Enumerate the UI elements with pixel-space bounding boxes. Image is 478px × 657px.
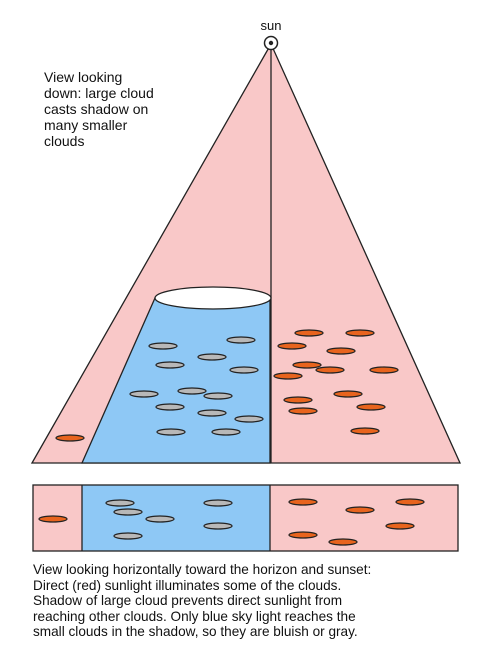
sunlit-cloud <box>38 515 68 523</box>
caption-line: Direct (red) sunlight illuminates some o… <box>33 577 342 593</box>
shadowed-cloud <box>113 532 143 540</box>
sunlit-cloud <box>345 506 375 514</box>
sunlit-cloud <box>288 407 318 415</box>
side-view-shadow-region <box>82 485 270 551</box>
top-view-caption: View looking down: large cloud casts sha… <box>44 69 194 149</box>
shadowed-cloud <box>203 392 233 400</box>
shadowed-cloud <box>105 499 135 507</box>
sunlit-cloud <box>273 372 303 380</box>
caption-line: View looking horizontally toward the hor… <box>33 562 372 577</box>
shadowed-cloud <box>211 428 241 436</box>
caption-line: reaching other clouds. Only blue sky lig… <box>33 608 356 624</box>
sunlit-cloud <box>294 329 324 337</box>
caption-line: down: large cloud <box>44 85 154 101</box>
shadowed-cloud <box>226 336 256 344</box>
shadowed-cloud <box>229 366 259 374</box>
shadowed-cloud <box>197 409 227 417</box>
sunlit-cloud <box>356 403 386 411</box>
caption-line: clouds <box>44 133 85 149</box>
sunlit-cloud <box>288 498 318 506</box>
shadowed-cloud <box>155 361 185 369</box>
sun-label: sun <box>261 18 282 33</box>
shadowed-cloud <box>234 415 264 423</box>
sunlit-cloud <box>328 538 358 546</box>
sunlit-cloud <box>333 390 363 398</box>
shadowed-cloud <box>155 403 185 411</box>
shadowed-cloud <box>129 390 159 398</box>
sunlit-cloud <box>350 427 380 435</box>
sunlit-cloud <box>292 361 322 369</box>
sunlit-clouds-side <box>38 498 425 546</box>
side-view-sunlit-right <box>270 485 458 551</box>
sunlit-cloud <box>345 329 375 337</box>
shadowed-cloud <box>177 387 207 395</box>
shadowed-cloud <box>156 428 186 436</box>
caption-line: small clouds in the shadow, so they are … <box>33 624 358 639</box>
caption-line: casts shadow on <box>44 101 149 117</box>
sunlit-cloud <box>385 522 415 530</box>
sunlit-cloud <box>369 366 399 374</box>
caption-line: Shadow of large cloud prevents direct su… <box>33 593 343 608</box>
shadowed-clouds-side <box>105 499 233 540</box>
side-view-caption: View looking horizontally toward the hor… <box>33 562 473 640</box>
sun-icon <box>263 35 279 51</box>
sunlit-cloud <box>277 342 307 350</box>
caption-line: View looking <box>44 69 123 85</box>
sunlit-cloud <box>395 498 425 506</box>
sunlit-cloud <box>315 366 345 374</box>
shadowed-clouds-top <box>129 336 264 436</box>
sunlit-clouds-top <box>55 329 399 442</box>
caption-line: many smaller <box>44 117 128 133</box>
sunlit-cloud <box>283 396 313 404</box>
side-view-frame <box>32 484 459 552</box>
sunlit-cloud <box>288 531 318 539</box>
shadowed-cloud <box>148 342 178 350</box>
shadowed-cloud <box>203 499 233 507</box>
shadowed-cloud <box>145 515 175 523</box>
sunlit-cloud <box>326 347 356 355</box>
shadowed-cloud <box>197 353 227 361</box>
large-cloud <box>154 286 272 310</box>
shadowed-cloud <box>203 522 233 530</box>
sunlit-cloud <box>55 434 85 442</box>
shadowed-cloud <box>113 508 143 516</box>
